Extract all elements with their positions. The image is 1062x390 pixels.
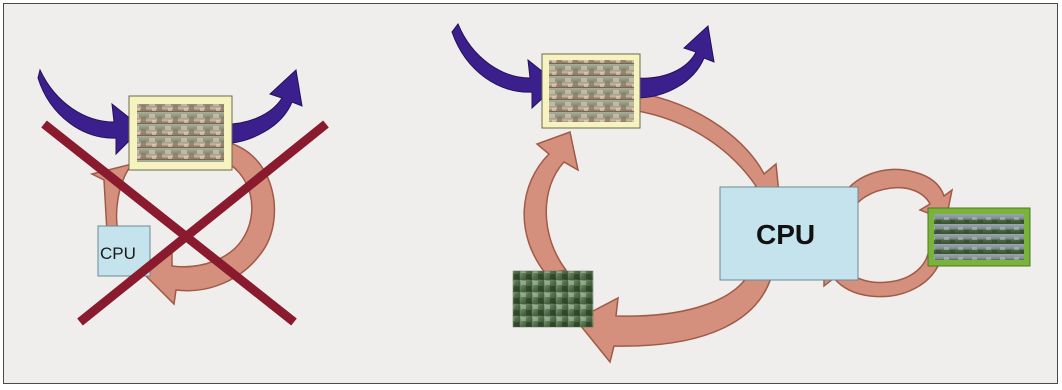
left-inflow-arrow xyxy=(37,68,143,156)
diagram-canvas: CPU CPU xyxy=(3,3,1058,384)
frame-image-icon xyxy=(137,104,224,162)
right-panel: CPU xyxy=(451,22,1031,364)
cycle-arrow-landscape-to-image xyxy=(523,130,580,275)
right-cpu-box xyxy=(719,186,859,281)
left-cpu-label: CPU xyxy=(100,244,136,263)
left-cycle-arrow xyxy=(142,141,276,306)
left-outflow-arrow xyxy=(217,69,303,145)
right-cpu-label: CPU xyxy=(756,219,815,250)
cross-out-icon xyxy=(41,120,329,326)
cycle-arrow-cpu-to-green xyxy=(839,168,954,222)
green-image-icon xyxy=(934,214,1024,260)
right-outflow-arrow xyxy=(635,25,715,99)
frame-image-icon xyxy=(549,60,634,122)
left-panel: CPU xyxy=(37,68,329,326)
diagram-svg: CPU CPU xyxy=(37,22,1031,364)
cycle-arrow-cpu-to-landscape xyxy=(574,265,775,364)
landscape-image-icon xyxy=(512,270,594,328)
